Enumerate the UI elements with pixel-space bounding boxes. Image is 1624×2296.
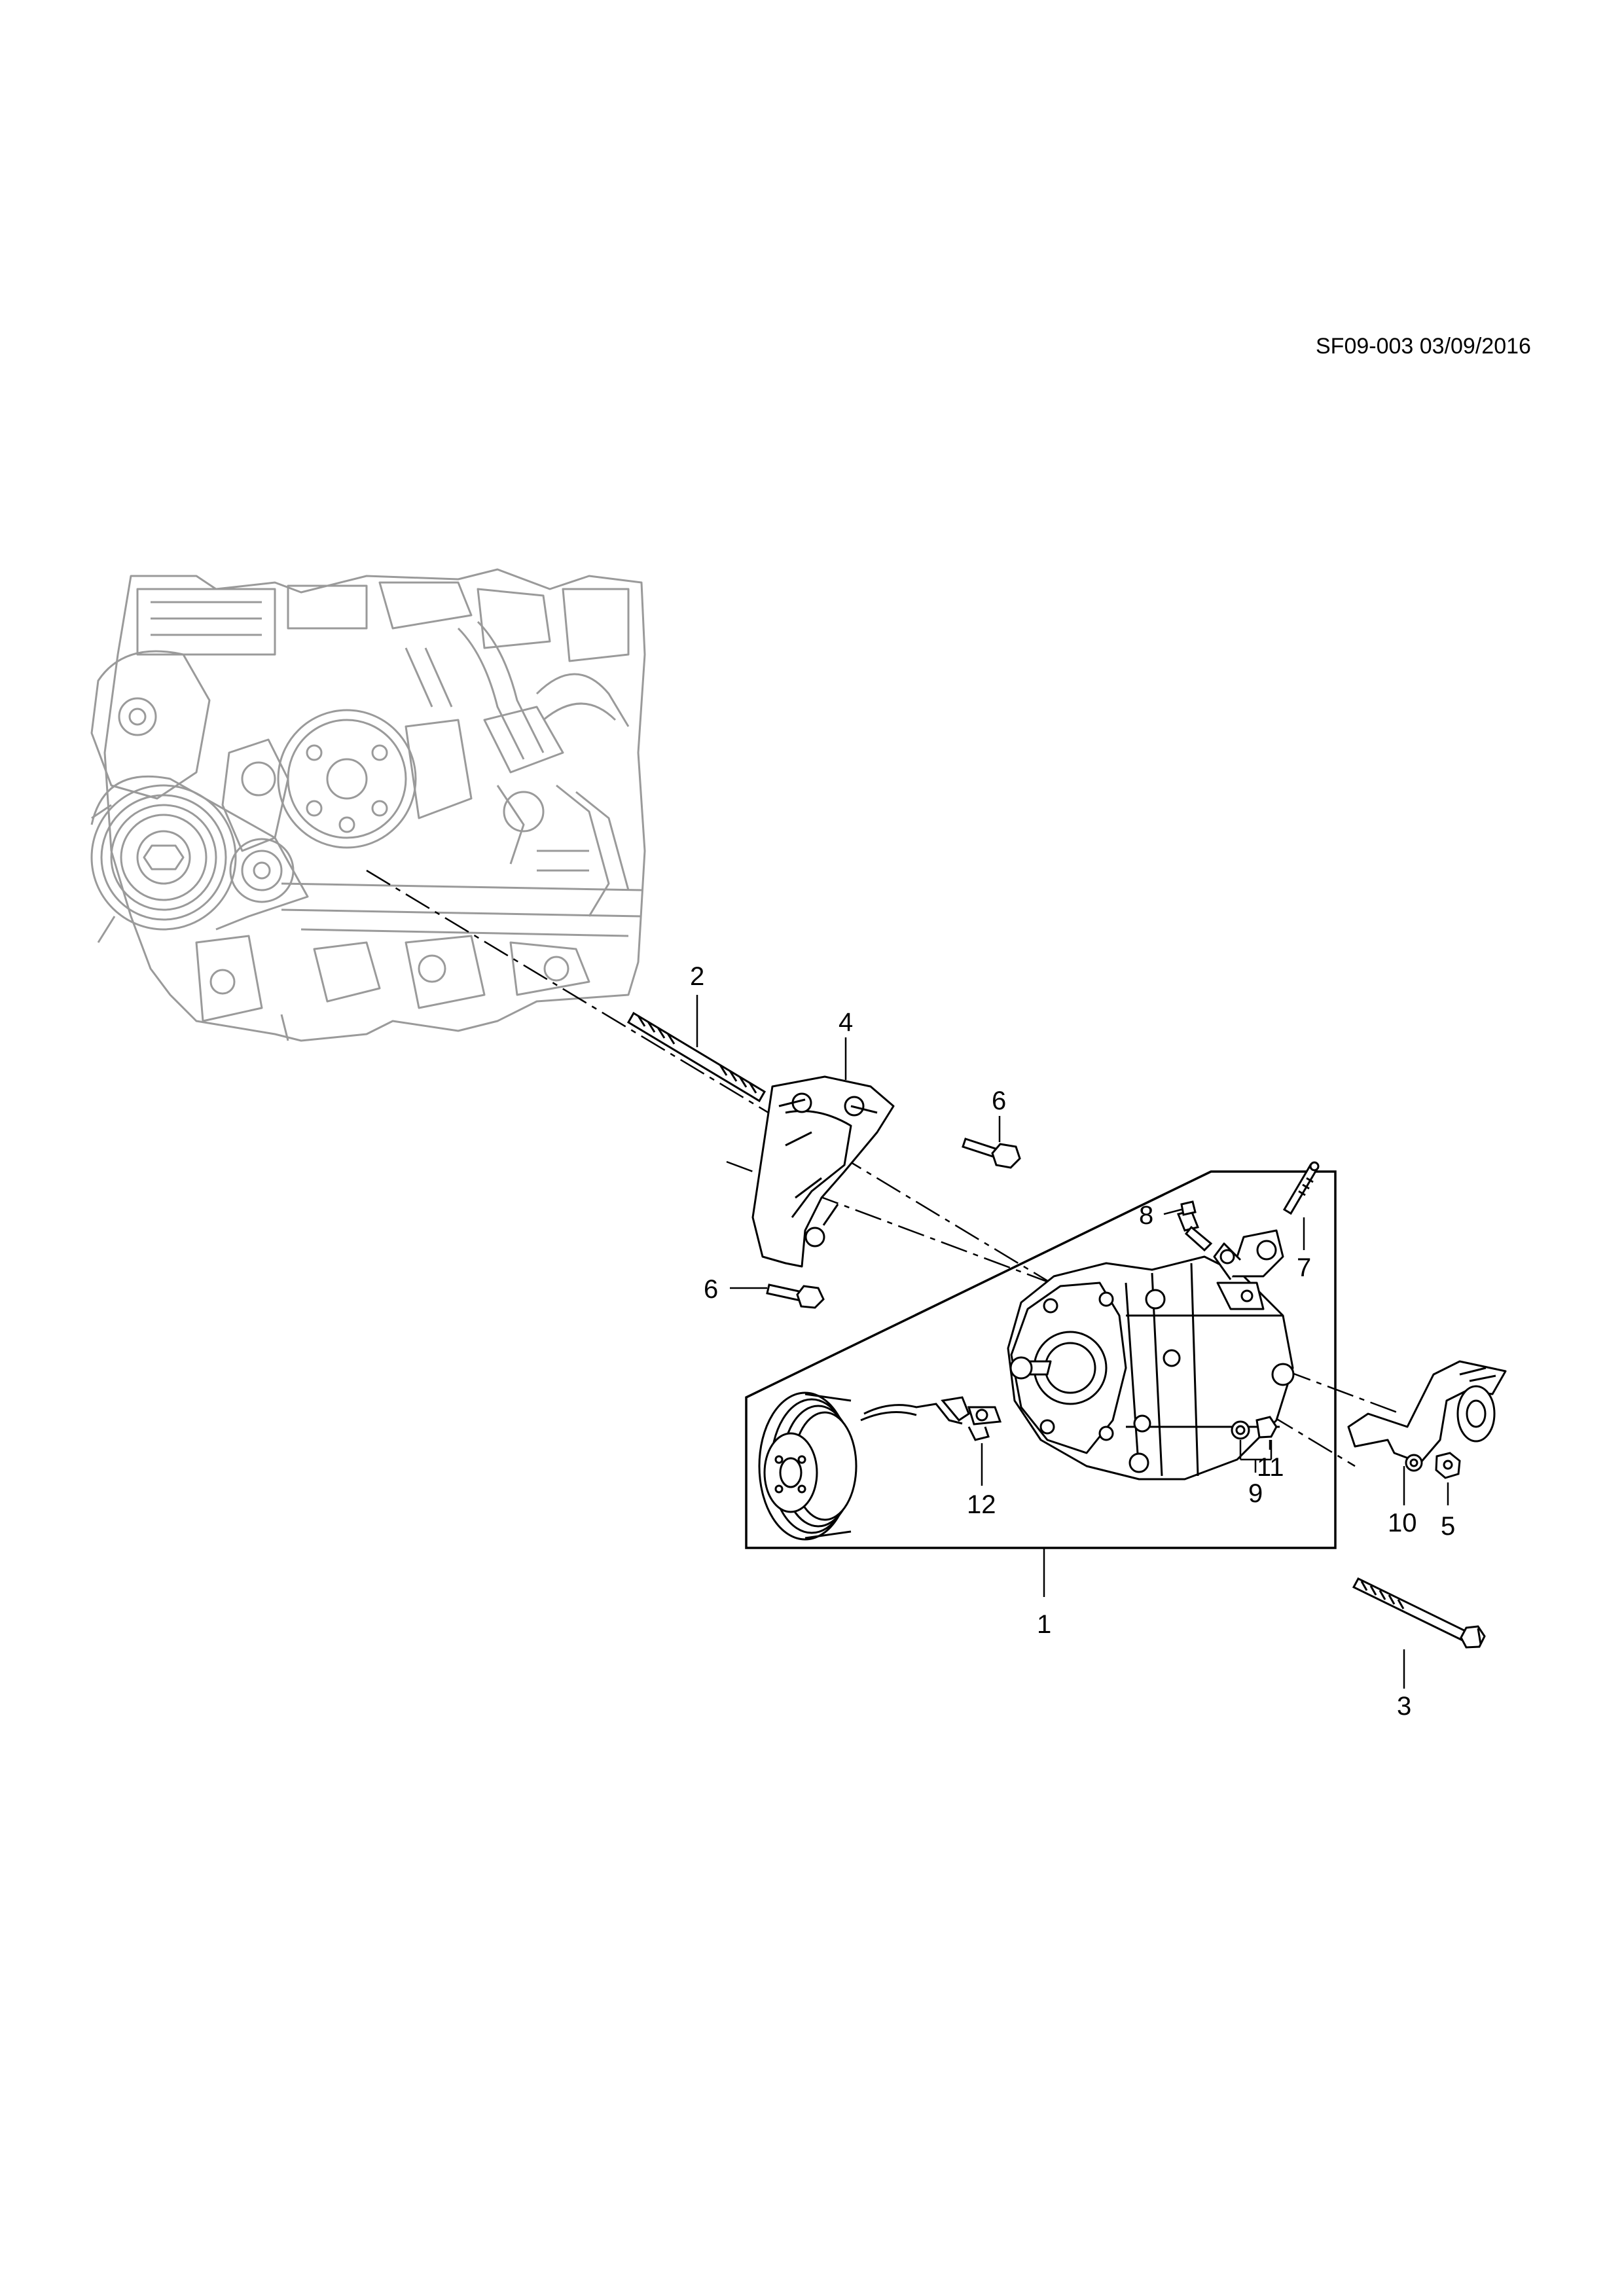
callout-leader-lines [696,995,1449,1689]
engine-block [90,568,646,1042]
callout-12: 12 [967,1490,996,1519]
bolt-part-6-lower [766,1283,825,1309]
compressor-assembly-frame-part-1 [745,1170,1337,1549]
ac-compressor-body [1007,1229,1295,1480]
clutch-pulley [758,1391,857,1541]
callout-3: 3 [1397,1692,1411,1721]
bolt-part-3 [1352,1577,1486,1649]
callout-9: 9 [1248,1479,1263,1508]
bolt-part-6-upper [962,1138,1021,1169]
seal-part-9 [1231,1420,1250,1440]
callout-1: 1 [1037,1610,1051,1639]
callout-6-lower: 6 [704,1275,718,1304]
wiring-harness-part-12 [860,1396,1002,1441]
callout-8: 8 [1139,1201,1153,1230]
nut-part-5 [1435,1452,1461,1479]
callout-5: 5 [1441,1512,1455,1541]
valve-part-8 [1176,1200,1213,1252]
callout-7: 7 [1297,1253,1311,1282]
stud-part-7 [1282,1161,1320,1215]
mounting-bracket-part-4 [751,1075,895,1268]
stud-part-2 [626,1011,767,1103]
callout-4: 4 [839,1008,853,1037]
bracket-part-10 [1347,1360,1507,1472]
callout-labels: 1 2 3 4 5 6 6 7 8 9 10 11 12 [690,962,1455,1721]
callout-10: 10 [1388,1509,1417,1537]
callout-2: 2 [690,962,704,991]
callout-6-upper: 6 [992,1086,1006,1115]
plug-part-11 [1255,1416,1278,1439]
diagram-reference-code: SF09-003 03/09/2016 [1316,334,1531,359]
callout-11: 11 [1257,1453,1284,1482]
